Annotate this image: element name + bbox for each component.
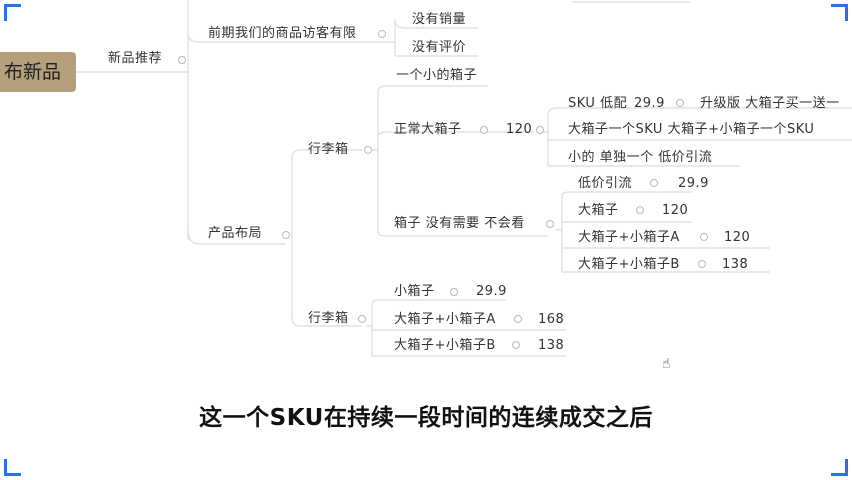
clip-icon (636, 206, 644, 214)
node-box-no-need[interactable]: 箱子 没有需要 不会看 (394, 216, 525, 231)
price-label: 168 (538, 312, 565, 327)
node-luggage-2[interactable]: 行李箱 (308, 311, 349, 326)
collapse-toggle[interactable] (358, 315, 366, 323)
node-no-reviews[interactable]: 没有评价 (412, 40, 467, 55)
clip-icon (698, 260, 706, 268)
clip-icon (700, 233, 708, 241)
video-subtitle: 这一个SKU在持续一段时间的连续成交之后 (199, 405, 653, 431)
node-luggage-1[interactable]: 行李箱 (308, 142, 349, 157)
price-label: 120 (506, 122, 533, 137)
node-new-product[interactable]: 新品推荐 (108, 51, 163, 66)
hand-cursor-icon: ☝ (662, 356, 671, 372)
node-visitors-limited[interactable]: 前期我们的商品访客有限 (208, 26, 357, 41)
collapse-toggle[interactable] (546, 220, 554, 228)
node-sku-low[interactable]: SKU 低配 (568, 96, 628, 111)
collapse-toggle[interactable] (378, 30, 386, 38)
node-no-sales[interactable]: 没有销量 (412, 12, 467, 27)
node-big-small-a[interactable]: 大箱子+小箱子A (578, 230, 680, 245)
collapse-toggle[interactable] (536, 126, 544, 134)
node-big-one-sku[interactable]: 大箱子一个SKU 大箱子+小箱子一个SKU (568, 122, 815, 137)
collapse-toggle[interactable] (282, 231, 290, 239)
node-big-small-b-2[interactable]: 大箱子+小箱子B (394, 338, 496, 353)
collapse-toggle[interactable] (178, 56, 186, 64)
clip-icon (450, 288, 458, 296)
root-node[interactable]: 布新品 (0, 52, 76, 92)
node-product-layout[interactable]: 产品布局 (208, 226, 263, 241)
price-label: 29.9 (476, 284, 507, 299)
node-normal-big-box[interactable]: 正常大箱子 (394, 122, 462, 137)
price-label: 138 (538, 338, 565, 353)
clip-icon (480, 126, 488, 134)
clip-icon (676, 99, 684, 107)
node-big-small-b[interactable]: 大箱子+小箱子B (578, 257, 680, 272)
frame-corner (4, 4, 21, 21)
price-label: 29.9 (678, 176, 709, 191)
frame-corner (831, 459, 848, 476)
clip-icon (512, 341, 520, 349)
node-small-alone[interactable]: 小的 单独一个 低价引流 (568, 150, 713, 165)
price-label: 29.9 (634, 96, 665, 111)
node-small-box[interactable]: 一个小的箱子 (396, 68, 478, 83)
frame-corner (831, 4, 848, 21)
node-upgrade[interactable]: 升级版 大箱子买一送一 (700, 96, 840, 111)
price-label: 120 (724, 230, 751, 245)
price-label: 120 (662, 203, 689, 218)
node-big-box[interactable]: 大箱子 (578, 203, 619, 218)
clip-icon (514, 315, 522, 323)
frame-corner (4, 459, 21, 476)
price-label: 138 (722, 257, 749, 272)
node-small-box-2[interactable]: 小箱子 (394, 284, 435, 299)
collapse-toggle[interactable] (364, 146, 372, 154)
clip-icon (650, 179, 658, 187)
node-low-price-lead[interactable]: 低价引流 (578, 176, 633, 191)
node-big-small-a-2[interactable]: 大箱子+小箱子A (394, 312, 496, 327)
